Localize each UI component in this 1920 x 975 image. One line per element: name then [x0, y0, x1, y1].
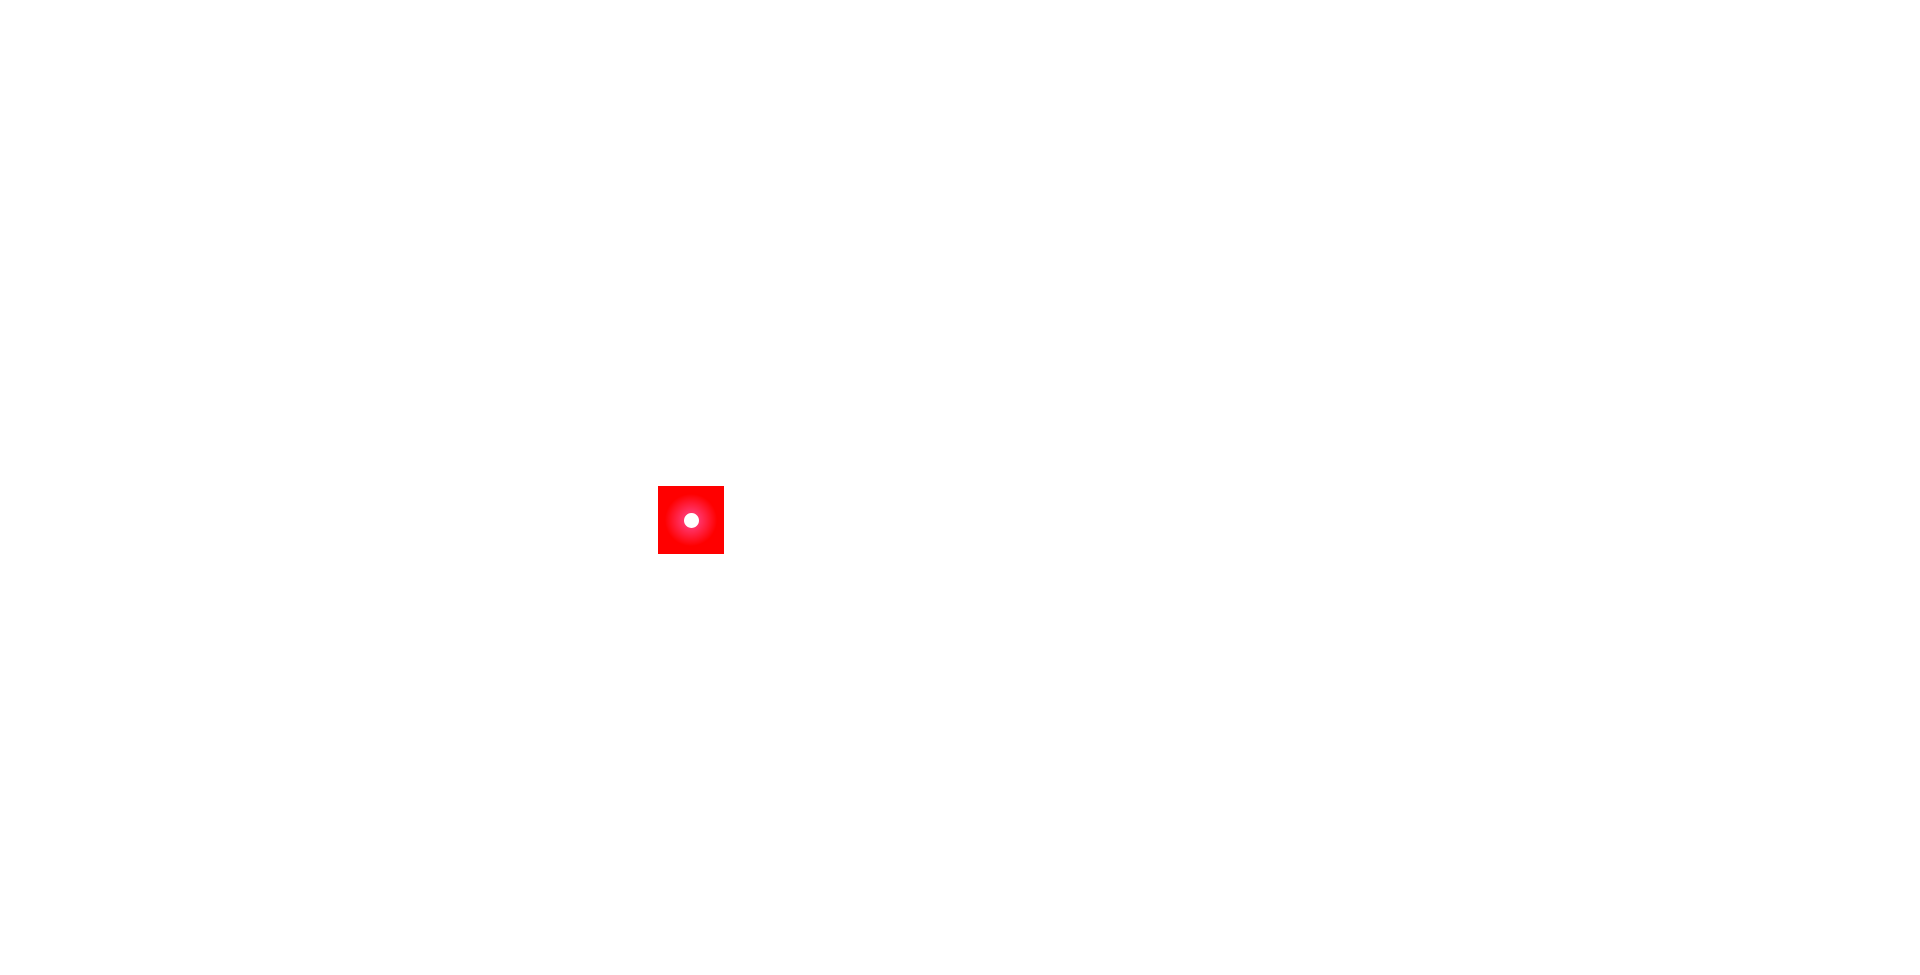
marker-center-dot — [683, 512, 699, 528]
click-target-marker[interactable] — [658, 486, 724, 554]
